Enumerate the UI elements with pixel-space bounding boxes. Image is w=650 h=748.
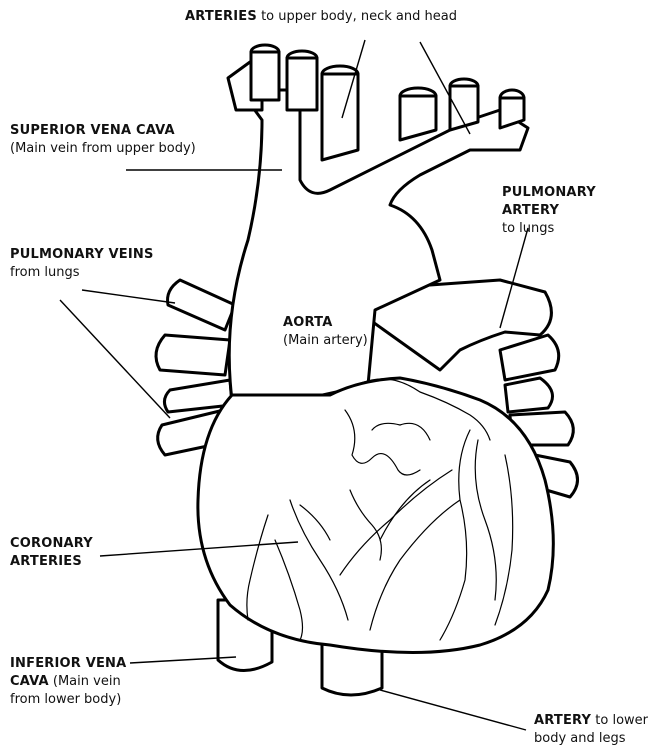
label-arteries-upper: ARTERIES to upper body, neck and head	[185, 8, 457, 26]
label-arteries-upper-desc: to upper body, neck and head	[257, 9, 457, 24]
label-pulm-artery-title: PULMONARY ARTERY	[502, 185, 596, 218]
label-inferior-vena-cava: INFERIOR VENA CAVA (Main vein from lower…	[10, 655, 126, 709]
label-coronary-line2: ARTERIES	[10, 554, 82, 569]
label-aorta: AORTA (Main artery)	[283, 314, 368, 350]
label-pulm-veins-desc: from lungs	[10, 264, 154, 282]
label-aorta-title: AORTA	[283, 315, 332, 330]
label-artery-lower: ARTERY to lower body and legs	[534, 712, 648, 748]
label-artery-lower-line2: body and legs	[534, 730, 648, 748]
label-ivc-line2-title: CAVA	[10, 674, 49, 689]
label-arteries-upper-title: ARTERIES	[185, 9, 257, 24]
label-pulmonary-veins: PULMONARY VEINS from lungs	[10, 246, 154, 282]
label-svc-title: SUPERIOR VENA CAVA	[10, 123, 175, 138]
label-pulmonary-artery: PULMONARY ARTERY to lungs	[502, 184, 650, 238]
label-aorta-desc: (Main artery)	[283, 332, 368, 350]
label-ivc-line2-desc: (Main vein	[49, 674, 121, 689]
label-artery-lower-title: ARTERY	[534, 713, 591, 728]
label-svc-desc: (Main vein from upper body)	[10, 140, 196, 158]
great-vessels-shape	[229, 90, 528, 400]
label-pulm-veins-title: PULMONARY VEINS	[10, 247, 154, 262]
label-coronary-arteries: CORONARY ARTERIES	[10, 535, 93, 571]
label-ivc-title: INFERIOR VENA	[10, 656, 126, 671]
label-artery-lower-desc: to lower	[591, 713, 648, 728]
label-superior-vena-cava: SUPERIOR VENA CAVA (Main vein from upper…	[10, 122, 196, 158]
label-ivc-line3: from lower body)	[10, 691, 126, 709]
label-coronary-line1: CORONARY	[10, 536, 93, 551]
label-pulm-artery-desc: to lungs	[502, 220, 650, 238]
